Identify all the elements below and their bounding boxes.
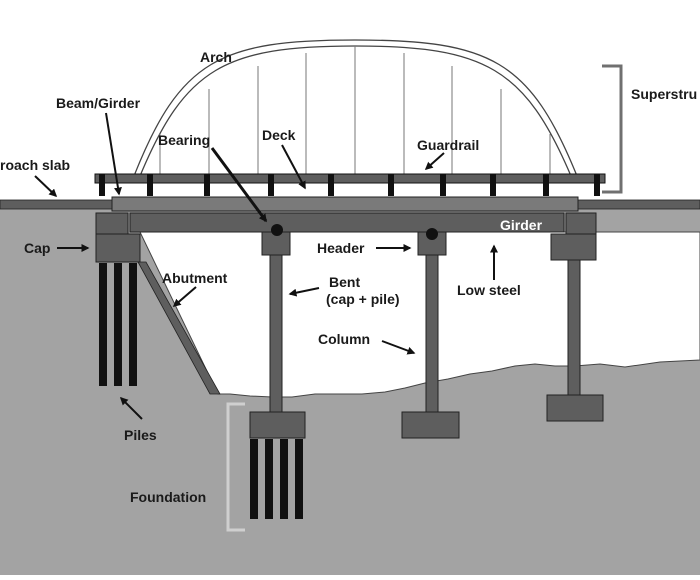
approach-slab-arrow [34, 175, 58, 198]
arch-outer [133, 39, 578, 177]
label-cap: Cap [24, 240, 50, 256]
footing-3 [546, 394, 604, 422]
label-girder: Girder [500, 217, 543, 233]
girder [129, 212, 565, 233]
label-bent-detail: (cap + pile) [326, 291, 400, 307]
foundation-bracket [226, 402, 245, 532]
abutment-wall [137, 261, 221, 395]
arch-hangers [159, 46, 551, 174]
deck-slab [111, 196, 579, 212]
foundation-piles [250, 439, 303, 519]
abutment-arrow [172, 286, 197, 307]
column-3 [567, 259, 581, 397]
label-piles: Piles [124, 427, 157, 443]
abutment-seat [95, 212, 129, 235]
label-low-steel: Low steel [457, 282, 521, 298]
bearing-dot-2 [426, 228, 438, 240]
label-column: Column [318, 331, 370, 347]
column-arrow [381, 340, 416, 355]
label-bent: Bent [329, 274, 360, 290]
label-abutment: Abutment [162, 270, 228, 286]
label-deck: Deck [262, 127, 296, 143]
label-approach-slab: roach slab [0, 157, 70, 173]
left-piles [99, 263, 137, 386]
footing-2 [401, 411, 460, 439]
guardrail-arrow [424, 152, 445, 170]
bent-column-2 [425, 254, 439, 414]
approach-slab-left [0, 199, 113, 210]
label-superstructure: Superstru [631, 86, 697, 102]
bent-arrow [288, 287, 320, 297]
bent-column-1 [269, 254, 283, 414]
label-foundation: Foundation [130, 489, 206, 505]
footing-1 [249, 411, 306, 439]
label-bearing: Bearing [158, 132, 210, 148]
bearing-arrow [210, 147, 268, 223]
right-abutment-cap [550, 233, 597, 261]
piles-arrow [119, 396, 143, 420]
abutment-cap [95, 233, 141, 263]
label-arch: Arch [200, 49, 232, 65]
beam-girder-arrow [105, 112, 122, 196]
bearing-dot-1 [271, 224, 283, 236]
superstructure-bracket [602, 64, 623, 194]
deck-arrow [281, 144, 306, 190]
approach-slab-right [577, 199, 700, 210]
label-guardrail: Guardrail [417, 137, 479, 153]
guardrail-rail [94, 173, 606, 184]
label-beam-girder: Beam/Girder [56, 95, 141, 111]
guardrail-posts [99, 174, 600, 196]
right-abutment-seat [565, 212, 597, 235]
annotation-arrows [34, 112, 498, 420]
label-header: Header [317, 240, 365, 256]
